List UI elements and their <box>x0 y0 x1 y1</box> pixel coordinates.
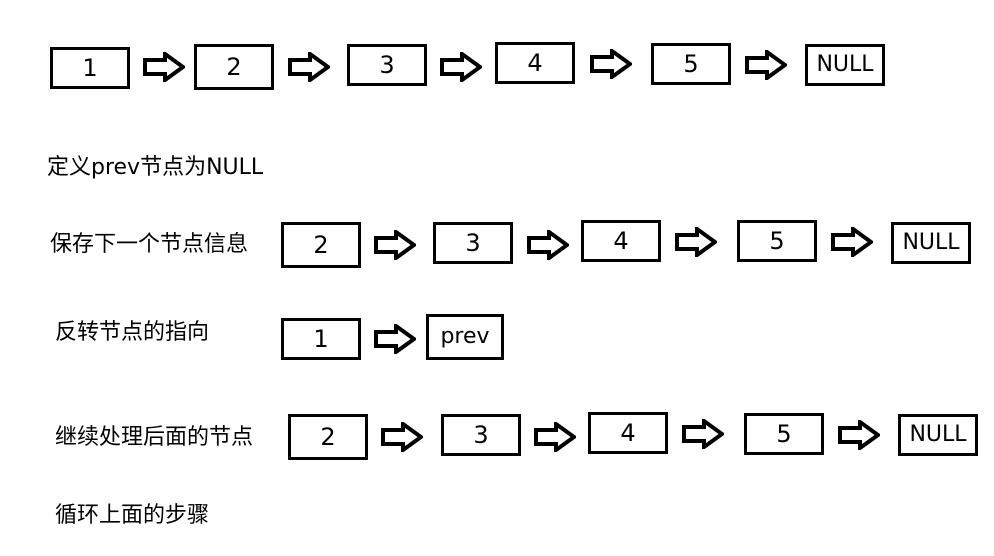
arrow-icon <box>374 230 416 260</box>
arrow-icon <box>143 52 185 82</box>
node-box: 3 <box>347 44 427 86</box>
arrow-icon <box>534 422 576 452</box>
arrow-icon <box>288 52 330 82</box>
step-label-define-prev: 定义prev节点为NULL <box>47 155 264 180</box>
arrow-icon <box>745 50 787 80</box>
arrow-icon <box>590 49 632 79</box>
arrow-icon <box>527 230 569 260</box>
arrow-icon <box>374 324 416 354</box>
step-label-continue: 继续处理后面的节点 <box>55 425 254 450</box>
node-box: 4 <box>588 412 668 454</box>
node-box: 3 <box>441 414 521 456</box>
node-box: 5 <box>651 43 731 85</box>
node-box: 4 <box>495 42 575 84</box>
arrow-icon <box>675 227 717 257</box>
node-box: 1 <box>281 318 361 360</box>
null-node-box: NULL <box>805 44 885 86</box>
node-box: 4 <box>581 220 661 262</box>
null-node-box: NULL <box>891 222 971 264</box>
node-box: 5 <box>737 220 817 262</box>
step-label-save-next: 保存下一个节点信息 <box>50 232 249 257</box>
null-node-box: NULL <box>898 414 978 456</box>
node-box: 2 <box>281 222 361 268</box>
node-box: 1 <box>50 47 130 89</box>
step-label-loop: 循环上面的步骤 <box>55 503 210 528</box>
arrow-icon <box>682 419 724 449</box>
node-box: 5 <box>744 413 824 455</box>
node-box: 2 <box>194 44 274 90</box>
arrow-icon <box>381 422 423 452</box>
arrow-icon <box>838 420 880 450</box>
arrow-icon <box>831 227 873 257</box>
node-box: 2 <box>288 414 368 460</box>
node-box: 3 <box>433 222 513 264</box>
prev-node-box: prev <box>426 314 504 360</box>
arrow-icon <box>440 52 482 82</box>
step-label-reverse: 反转节点的指向 <box>55 320 210 345</box>
